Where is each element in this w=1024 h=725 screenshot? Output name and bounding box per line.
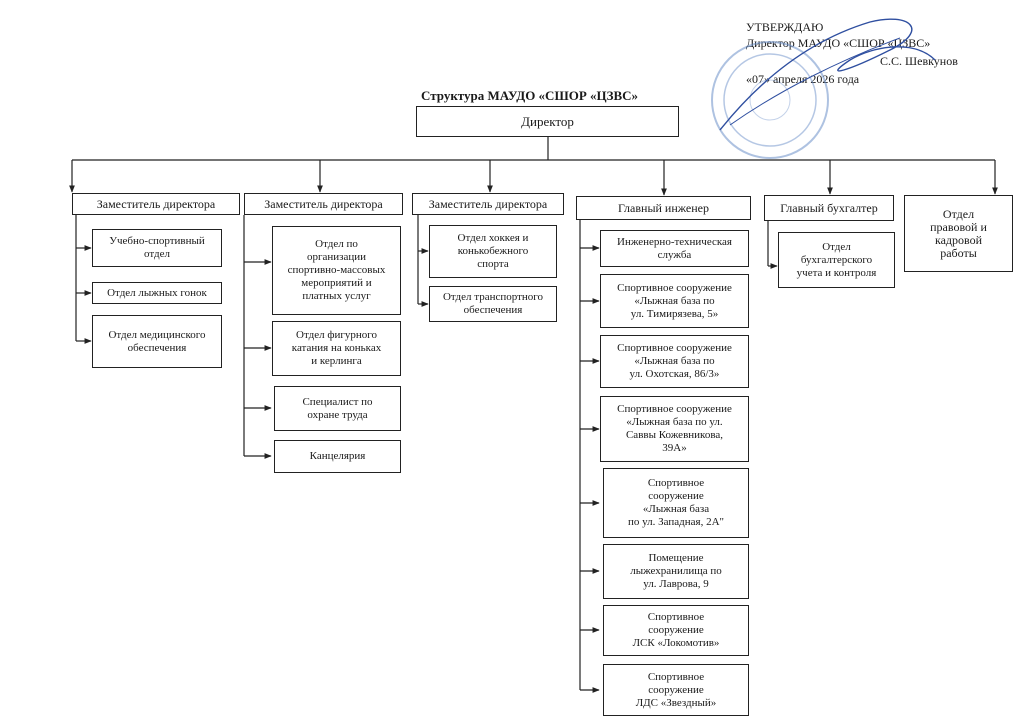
head-deputy-1: Заместитель директора [72, 193, 240, 215]
item-sports-events-dept: Отдел по организации спортивно-массовых … [272, 226, 401, 315]
head-deputy-2: Заместитель директора [244, 193, 403, 215]
head-legal-hr: Отдел правовой и кадровой работы [904, 195, 1013, 272]
approval-line-3: С.С. Шевкунов [880, 54, 958, 68]
item-lsk-lokomotiv: Спортивное сооружение ЛСК «Локомотив» [603, 605, 749, 656]
item-ski-base-okhotskaya: Спортивное сооружение «Лыжная база по ул… [600, 335, 749, 388]
approval-line-1: УТВЕРЖДАЮ [746, 20, 824, 34]
item-labor-safety: Специалист по охране труда [274, 386, 401, 431]
approval-line-4: «07» апреля 2026 года [746, 72, 860, 86]
item-accounting-dept: Отдел бухгалтерского учета и контроля [778, 232, 895, 288]
head-chief-engineer: Главный инженер [576, 196, 751, 220]
item-ski-base-timiryazeva: Спортивное сооружение «Лыжная база по ул… [600, 274, 749, 328]
item-chancellery: Канцелярия [274, 440, 401, 473]
head-chief-accountant: Главный бухгалтер [764, 195, 894, 221]
signature-icon [719, 18, 936, 131]
item-lds-zvezdny: Спортивное сооружение ЛДС «Звездный» [603, 664, 749, 716]
item-ski-racing-dept: Отдел лыжных гонок [92, 282, 222, 304]
director-box: Директор [416, 106, 679, 137]
head-deputy-3: Заместитель директора [412, 193, 564, 215]
item-ski-storage-lavrova: Помещение лыжехранилища по ул. Лаврова, … [603, 544, 749, 599]
chart-title: Структура МАУДО «СШОР «ЦЗВС» [421, 88, 639, 103]
item-medical-dept: Отдел медицинского обеспечения [92, 315, 222, 368]
item-hockey-dept: Отдел хоккея и конькобежного спорта [429, 225, 557, 278]
item-ski-base-zapadnaya: Спортивное сооружение «Лыжная база по ул… [603, 468, 749, 538]
item-transport-dept: Отдел транспортного обеспечения [429, 286, 557, 322]
item-ski-base-kozhevnikova: Спортивное сооружение «Лыжная база по ул… [600, 396, 749, 462]
item-figure-skating-dept: Отдел фигурного катания на коньках и кер… [272, 321, 401, 376]
item-engineering-service: Инженерно-техническая служба [600, 230, 749, 267]
stamp-seal-icon [711, 41, 829, 159]
item-training-dept: Учебно-спортивный отдел [92, 229, 222, 267]
